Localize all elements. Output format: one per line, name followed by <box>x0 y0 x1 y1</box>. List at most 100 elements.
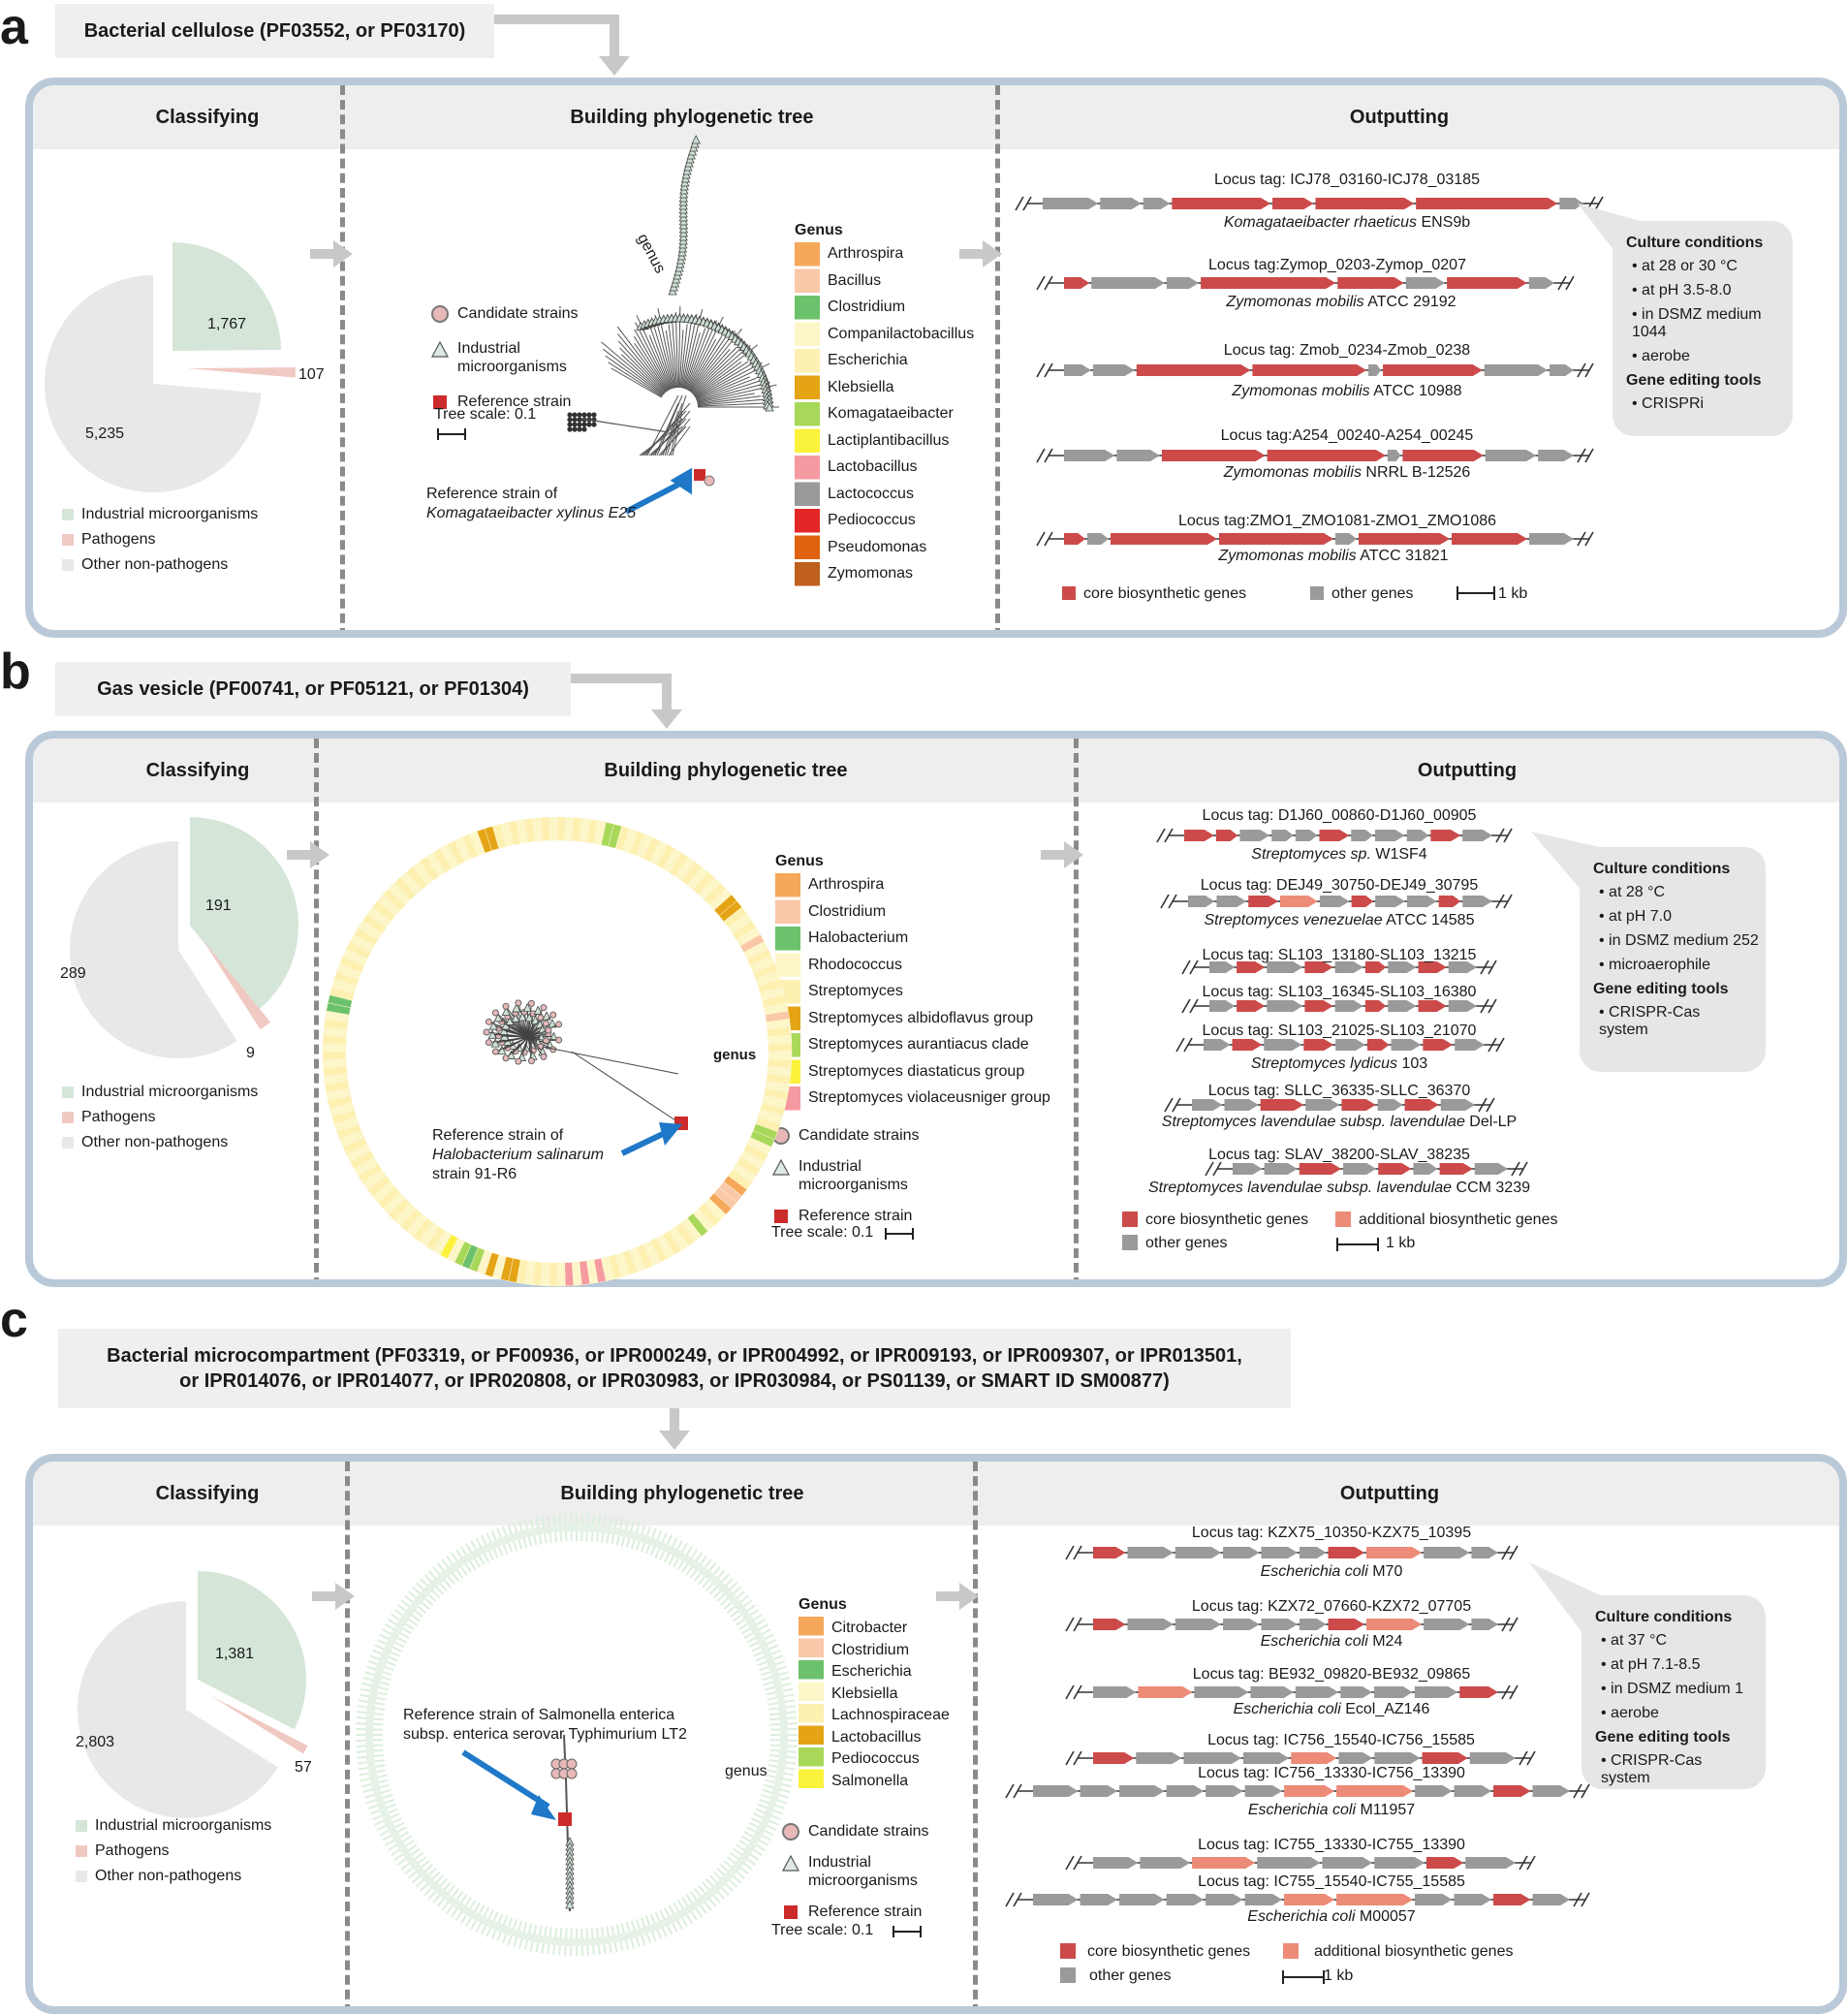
tree-branch <box>664 402 683 456</box>
tree-branch <box>696 376 750 400</box>
gene-arrow <box>1334 1000 1363 1012</box>
gene-arrow <box>1337 277 1404 289</box>
gene-arrow <box>1471 1619 1498 1630</box>
gene-arrow <box>1244 1894 1283 1905</box>
tree-branch <box>666 394 687 456</box>
locus-tag: Locus tag: IC755_15540-IC755_15585 <box>1198 1873 1465 1890</box>
genus-legend-item: Zymomonas <box>828 565 914 582</box>
track-break <box>1073 1545 1082 1560</box>
tree-leaf-cluster <box>567 422 573 427</box>
tree-branch <box>697 393 755 404</box>
tree-leaf-candidate <box>566 1758 578 1770</box>
tree-branch <box>695 362 763 399</box>
legend-other-label: Other non-pathogens <box>81 1134 229 1150</box>
frame-header-a <box>33 85 1839 149</box>
gene-arrow <box>1418 1000 1447 1012</box>
gene-arrow <box>1374 1752 1421 1764</box>
tree-leaf-industrial <box>533 1005 543 1015</box>
flow-arrow <box>1041 850 1066 860</box>
track-break <box>1160 894 1170 909</box>
gene-arrow <box>1469 1752 1516 1764</box>
tree-scale-bar <box>885 1228 914 1240</box>
gene-arrow <box>1244 1785 1283 1797</box>
culture-condition-item: • in DSMZ medium 1044 <box>1632 306 1779 341</box>
bullet: • <box>1599 1004 1610 1021</box>
track-break <box>1065 1617 1075 1632</box>
tree-scale-bar <box>893 1926 922 1937</box>
legend-core-label: core biosynthetic genes <box>1083 585 1247 602</box>
reference-strain-note: Reference strain of <box>426 486 558 502</box>
gene-arrow <box>1136 1752 1182 1764</box>
gene-arrow <box>1388 961 1417 973</box>
strain-name: M70 <box>1367 1563 1403 1580</box>
track-break <box>1005 1892 1015 1907</box>
culture-condition-text: at 28 or 30 °C <box>1642 258 1738 274</box>
gene-arrow <box>1365 1619 1423 1630</box>
track-break <box>1005 1783 1015 1799</box>
gene-arrow <box>1383 364 1483 376</box>
tree-branch <box>611 367 662 398</box>
gene-arrow <box>1184 830 1214 841</box>
culture-condition-text: in DSMZ medium 1 <box>1611 1681 1743 1697</box>
column-divider <box>973 1462 978 2006</box>
tree-leaf-industrial <box>691 135 701 144</box>
legend-pathogens-swatch <box>62 534 74 546</box>
track-break <box>1013 1892 1022 1907</box>
genus-legend-item: Rhodococcus <box>808 956 902 973</box>
tree-leaf-cluster <box>567 412 573 418</box>
track-break <box>1065 1855 1075 1871</box>
track-break <box>1036 362 1046 378</box>
query-line-1: Bacterial microcompartment (PF03319, or … <box>107 1345 1242 1367</box>
track-break <box>1480 960 1489 975</box>
tree-branch <box>678 330 684 389</box>
genus-legend-item: Streptomyces diastaticus group <box>808 1062 1025 1080</box>
gene-arrow <box>1250 1686 1294 1698</box>
species-name: Escherichia coli <box>1260 1563 1368 1580</box>
gene-arrow <box>1303 1039 1334 1051</box>
genus-legend-item: Streptomyces violaceusniger group <box>808 1089 1050 1106</box>
genus-ring-segment <box>564 1262 575 1287</box>
tree-leaf-cluster <box>581 422 587 427</box>
legend-additional-swatch <box>1283 1943 1299 1959</box>
legend-core-swatch <box>1122 1212 1138 1227</box>
legend-reference-strain: Reference strain <box>457 393 572 410</box>
genus-swatch <box>795 375 820 399</box>
pie-label-pathogens: 57 <box>295 1759 312 1776</box>
genus-ring-segment <box>767 1043 793 1053</box>
genus-swatch <box>775 899 800 924</box>
tree-branch <box>654 314 674 389</box>
tree-leaf-candidate <box>491 1009 499 1017</box>
gene-arrow <box>1424 1547 1470 1558</box>
frame-header-b <box>33 739 1839 802</box>
gene-arrow <box>1175 1547 1222 1558</box>
legend-reference-strain: Reference strain <box>808 1904 923 1920</box>
gene-arrow <box>1388 1000 1417 1012</box>
legend-candidate-strains: Candidate strains <box>799 1127 920 1144</box>
gene-arrow <box>1215 830 1238 841</box>
tree-leaf-cluster <box>567 417 573 423</box>
genus-legend-item: Klebsiella <box>828 378 894 395</box>
track-break <box>1526 1855 1536 1871</box>
query-box-c: Bacterial microcompartment (PF03319, or … <box>58 1329 1291 1408</box>
gene-arrow <box>1166 1785 1205 1797</box>
column-title-outputting: Outputting <box>1417 760 1518 781</box>
locus-organism: Escherichia coli M70 <box>1080 1562 1583 1581</box>
track-break <box>1509 1684 1519 1700</box>
species-name: Escherichia coli <box>1260 1633 1368 1650</box>
gene-arrow <box>1299 1619 1327 1630</box>
strain-name: ATCC 31821 <box>1356 548 1449 564</box>
pie-slice-other <box>45 275 262 492</box>
genus-swatch <box>799 1704 824 1723</box>
gene-editing-tool-item: • CRISPR-Cas system <box>1601 1752 1752 1787</box>
tree-branch <box>674 312 678 389</box>
legend-other-swatch <box>1122 1235 1138 1250</box>
pie-label-industrial: 1,381 <box>215 1646 255 1662</box>
panel-letter-a: a <box>0 0 28 55</box>
tree-branch <box>672 410 683 456</box>
gene-arrow <box>1493 1894 1531 1905</box>
tree-leaf-industrial <box>487 1029 497 1039</box>
genus-ring-segment <box>548 1262 558 1287</box>
gene-arrow <box>1532 1785 1570 1797</box>
tree-leaf-industrial <box>512 1003 521 1013</box>
gene-arrow <box>1474 1163 1508 1175</box>
